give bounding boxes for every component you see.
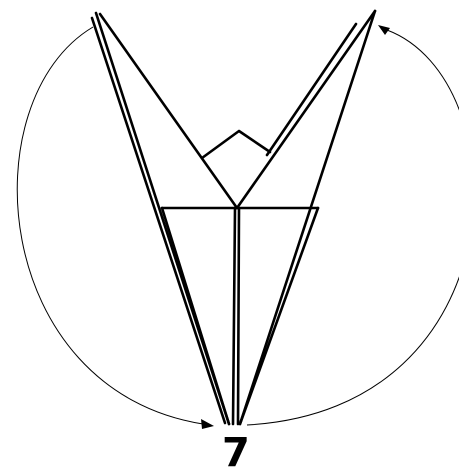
left-wing-inner-edge (100, 14, 237, 208)
right-arrowhead-icon (378, 25, 390, 35)
center-line-left (233, 208, 235, 424)
body-right-lower (240, 208, 318, 424)
crane-figure (92, 11, 375, 424)
left-arrow-arc (17, 27, 203, 424)
step-number: 7 (222, 430, 250, 467)
head-diamond (202, 131, 270, 158)
right-rotate-arrow (247, 25, 459, 425)
right-wing-inner-edge (237, 11, 375, 208)
center-line-right (238, 208, 239, 424)
left-wing-back-edge (92, 18, 225, 423)
right-wing-outer-edge (240, 11, 375, 424)
body-left-lower (162, 208, 229, 424)
right-arrow-arc (247, 30, 459, 425)
left-arrowhead-icon (201, 419, 214, 429)
right-wing-back-edge (267, 24, 356, 155)
